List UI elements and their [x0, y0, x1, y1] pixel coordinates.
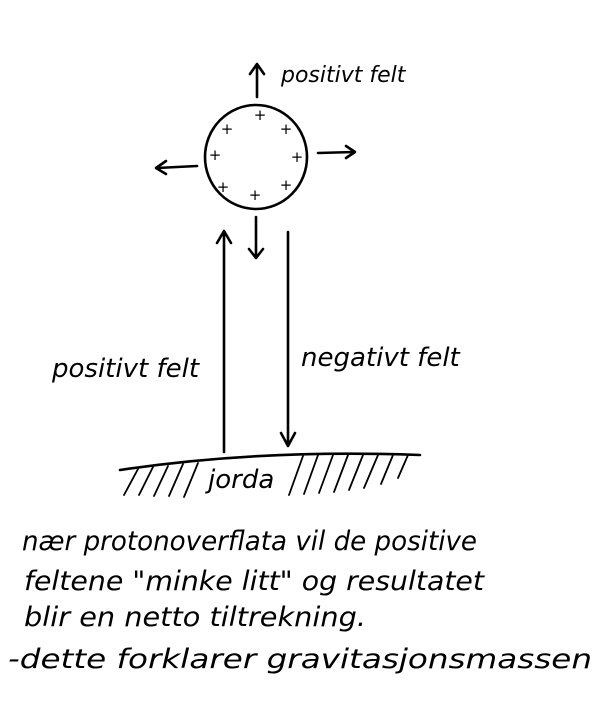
outward-field-arrows: [154, 62, 357, 260]
arrow-left: [154, 159, 199, 176]
charge-plus: +: [209, 146, 222, 164]
note-line-4: -dette forklarer gravitasjonsmassen: [8, 644, 592, 675]
charge-plus: +: [291, 148, 304, 166]
note-line-2: feltene "minke litt" og resultatet: [24, 566, 485, 597]
charge-plus: +: [221, 120, 234, 138]
note-line-1: nær protonoverflata vil de positive: [22, 526, 477, 557]
charge-plus: +: [217, 178, 230, 196]
arrow-right: [316, 144, 357, 160]
note-line-3: blir en netto tiltrekning.: [24, 602, 366, 633]
label-right-negative-field: negativt felt: [301, 343, 461, 373]
label-left-positive-field: positivt felt: [51, 354, 200, 384]
arrow-positive-field-up: [215, 229, 233, 454]
label-ground: jorda: [205, 465, 274, 495]
label-top-positive-field: positivt felt: [280, 63, 407, 88]
charge-plus: +: [280, 176, 293, 194]
ground-hatching: [123, 454, 409, 498]
proton-charges: + + + + + + + +: [209, 106, 304, 204]
charge-plus: +: [280, 120, 293, 138]
charge-plus: +: [249, 186, 262, 204]
arrow-negative-field-down: [279, 230, 297, 448]
arrow-down-short: [247, 215, 265, 260]
explanation-notes: nær protonoverflata vil de positive felt…: [8, 526, 592, 675]
proton-circle: [203, 103, 309, 211]
ground-line: [118, 452, 422, 472]
charge-plus: +: [254, 106, 267, 124]
arrow-up: [248, 62, 266, 99]
